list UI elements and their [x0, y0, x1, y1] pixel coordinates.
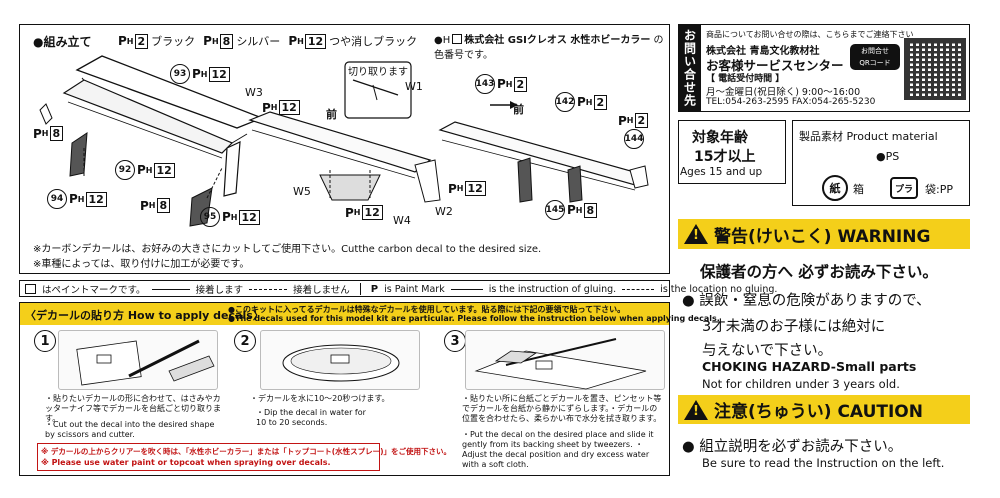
step-1-illustration: [58, 330, 218, 390]
carbon-decal-note: ※カーボンデカールは、お好みの大きさにカットしてご使用下さい。Cutthe ca…: [33, 244, 542, 255]
warning-en-1: CHOKING HAZARD-Small parts: [702, 359, 917, 374]
wing-exploded-drawing-right: [438, 101, 649, 203]
step-2-text-jp: ・デカールを水に10～20秒つけます。: [250, 394, 390, 403]
cut-detail-callout: [344, 61, 412, 119]
step-1-text-jp: ・貼りたいデカールの形に合わせて、はさみやカッターナイフ等でデカールを台紙ごと切…: [45, 394, 221, 423]
decal-header-bar: [20, 303, 669, 325]
wing-label-w5: W5: [293, 185, 311, 198]
material-bag-label: 袋:PP: [925, 183, 953, 196]
step-3-text-jp: ・貼りたい所に台紙ごとデカールを置き、ピンセット等でデカールを台紙から静かにずら…: [462, 394, 662, 423]
decal-note-en: ●The decals used for this model kit are …: [228, 314, 720, 323]
step-1-text-en: ・Cut out the decal into the desired shap…: [45, 420, 215, 439]
age-title: 対象年齢: [692, 130, 748, 146]
caution-triangle-icon: !: [684, 399, 708, 420]
age-panel: [678, 120, 786, 184]
wing-label-w4: W4: [393, 214, 411, 227]
assembly-title: ●組み立て: [33, 35, 92, 49]
caution-header: ! 注意(ちゅうい) CAUTION: [678, 395, 970, 424]
cut-label: 切り取ります: [348, 67, 408, 78]
step-3-text-en: ・Put the decal on the desired place and …: [462, 430, 654, 469]
wing-label-w2: W2: [435, 205, 453, 218]
contact-side-label: お問い合せ先: [679, 25, 701, 111]
vehicle-note: ※車種によっては、取り付けに加工が必要です。: [33, 259, 250, 270]
wing-label-w1: W1: [405, 80, 423, 93]
plastic-recycle-icon: プラ: [890, 177, 918, 199]
warning-line-4: 与えないで下さい。: [702, 343, 833, 359]
wing-label-w3: W3: [245, 86, 263, 99]
warning-header: ! 警告(けいこく) WARNING: [678, 219, 970, 249]
decal-spray-note-box: [37, 443, 380, 471]
material-panel: [792, 120, 970, 206]
contact-hours: 月～金曜日(祝日除く) 9:00～16:00: [706, 87, 861, 98]
material-value: ●PS: [876, 150, 900, 163]
warning-line-1: 保護者の方へ 必ずお読み下さい。: [700, 263, 938, 281]
front-label: 前: [326, 108, 337, 121]
contact-panel: [678, 24, 970, 112]
age-en: Ages 15 and up: [680, 166, 763, 178]
paint-mark-legend-bar: [19, 280, 670, 297]
age-value: 15才以上: [694, 149, 756, 165]
warning-en-2: Not for children under 3 years old.: [702, 377, 900, 391]
warning-line-2: ● 誤飲・窒息の危険がありますので、: [682, 293, 931, 309]
caution-en: Be sure to read the Instruction on the l…: [702, 456, 945, 470]
warning-line-3: 3才未満のお子様には絶対に: [702, 319, 886, 335]
decal-title: 〈デカールの貼り方 How to apply decals〉: [25, 309, 264, 322]
step-number: 3: [444, 330, 466, 352]
contact-tel-fax: TEL:054-263-2595 FAX:054-265-5230: [706, 97, 876, 107]
part-callout-144: 144: [624, 126, 644, 149]
material-title: 製品素材 Product material: [799, 130, 938, 143]
paper-recycle-icon: 紙: [822, 175, 848, 201]
contact-center: お客様サービスセンター: [706, 58, 844, 73]
wing-exploded-drawing-left: [39, 55, 262, 227]
qr-code[interactable]: [904, 38, 966, 100]
step-number: 1: [34, 330, 56, 352]
decal-note-jp: ●このキットに入ってるデカールは特殊なデカールを使用しています。貼る際には下記の…: [228, 305, 626, 314]
caution-line-1: ● 組立説明を必ずお読み下さい。: [682, 439, 903, 455]
assembly-panel: [19, 24, 670, 274]
decal-panel: [19, 302, 670, 476]
step-2-text-en: ・Dip the decal in water for 10 to 20 sec…: [256, 408, 366, 427]
front-label: 前: [513, 103, 524, 116]
contact-hours-title: 【 電話受付時間 】: [706, 74, 785, 84]
step-3-illustration: [465, 330, 665, 390]
step-2-illustration: [260, 330, 420, 390]
decal-spray-note-en: ※ Please use water paint or topcoat when…: [41, 458, 331, 467]
contact-intro: 商品についてお問い合せの際は、こちらまでご連絡下さい: [706, 30, 914, 39]
decal-spray-note-jp: ※ デカールの上からクリアーを吹く時は、「水性ホビーカラー」または「トップコート…: [41, 447, 452, 456]
step-number: 2: [234, 330, 256, 352]
material-box-label: 箱: [853, 183, 864, 196]
paint-mark-legend: はペイントマークです。 接着します 接着しません P is Paint Mark…: [25, 282, 777, 296]
contact-company: 株式会社 青島文化教材社: [706, 46, 820, 57]
warning-triangle-icon: !: [684, 224, 708, 244]
